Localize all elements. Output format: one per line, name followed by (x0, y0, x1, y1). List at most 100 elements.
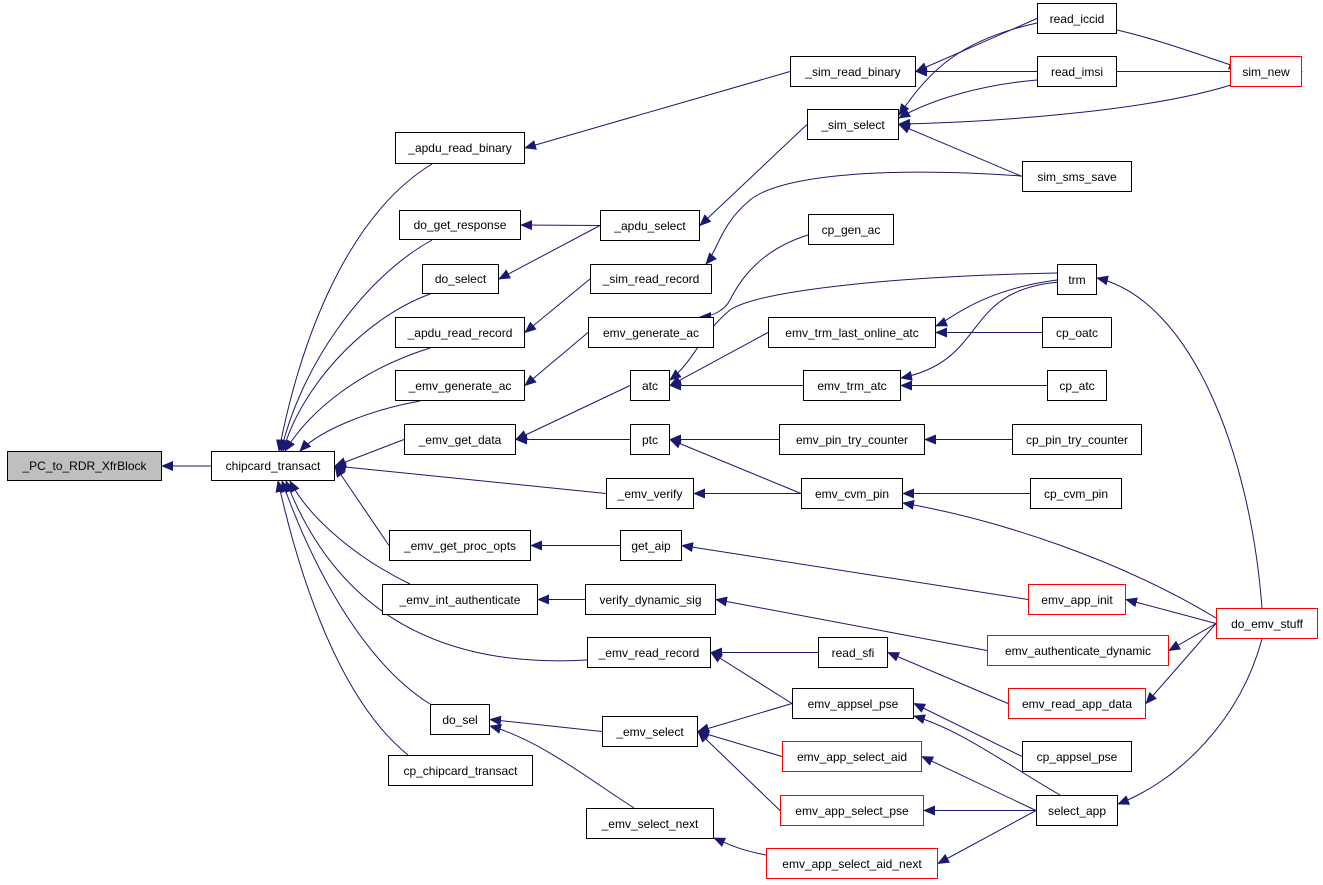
edge-emv-get-data-to-chipcard-transact (334, 439, 405, 467)
edge-emv-app-select-aid-to-emv-select-u (697, 729, 783, 757)
edge-emv-get-proc-opts-to-chipcard-transact (334, 465, 390, 546)
function-node-read-sfi[interactable]: read_sfi (818, 637, 888, 668)
edge-select-app-to-emv-app-select-aid (921, 756, 1037, 811)
function-node-apdu-read-record[interactable]: _apdu_read_record (395, 317, 525, 348)
function-node-emv-get-data[interactable]: _emv_get_data (404, 424, 516, 455)
edge-apdu-read-binary-to-chipcard-transact (276, 163, 433, 452)
function-node-apdu-select[interactable]: _apdu_select (600, 210, 700, 241)
edge-do-sel-to-chipcard-transact (280, 480, 431, 705)
edge-do-emv-stuff-to-emv-authenticate-dynamic (1168, 623, 1217, 651)
function-node-emv-appsel-pse[interactable]: emv_appsel_pse (792, 688, 914, 719)
edge-emv-app-init-to-get-aip (681, 542, 1029, 600)
function-node-emv-generate-ac-u[interactable]: _emv_generate_ac (395, 370, 525, 401)
function-node-do-get-response[interactable]: do_get_response (399, 210, 521, 240)
edge-sim-read-record-to-apdu-read-record (524, 278, 591, 334)
function-node-verify-dynamic-sig[interactable]: verify_dynamic_sig (585, 584, 716, 615)
function-node-emv-trm-last-online-atc[interactable]: emv_trm_last_online_atc (768, 317, 936, 348)
edge-atc-to-emv-get-data (515, 385, 631, 440)
edge-sim-read-binary-to-apdu-read-binary (524, 71, 791, 150)
edge-emv-int-authenticate-to-chipcard-transact (289, 480, 411, 585)
function-node-cp-oatc[interactable]: cp_oatc (1042, 317, 1112, 348)
edge-trm-to-emv-trm-last-online-atc (935, 279, 1058, 327)
edge-emv-appsel-pse-to-emv-read-record (710, 651, 793, 704)
edge-emv-read-app-data-to-read-sfi (887, 652, 1009, 704)
edge-sim-sms-save-to-sim-read-record (705, 171, 1023, 265)
function-node-ptc[interactable]: ptc (630, 424, 670, 455)
edge-do-emv-stuff-to-emv-app-init (1125, 597, 1217, 624)
function-node-cp-gen-ac[interactable]: cp_gen_ac (808, 214, 894, 245)
function-node-cp-atc[interactable]: cp_atc (1047, 370, 1107, 401)
edge-do-select-to-chipcard-transact (281, 293, 431, 452)
edge-do-emv-stuff-to-trm (1096, 275, 1263, 609)
function-node-emv-select-next[interactable]: _emv_select_next (586, 808, 714, 839)
edge-cp-appsel-pse-to-emv-appsel-pse (913, 703, 1023, 757)
function-node-emv-get-proc-opts[interactable]: _emv_get_proc_opts (389, 530, 531, 561)
function-node-do-sel[interactable]: do_sel (430, 704, 490, 735)
function-node-read-iccid[interactable]: read_iccid (1037, 3, 1117, 34)
edge-do-get-response-to-chipcard-transact (278, 239, 433, 452)
edge-emv-appsel-pse-to-emv-select-u (697, 703, 793, 734)
edge-emv-authenticate-dynamic-to-verify-dynamic-sig (715, 596, 988, 651)
edge-sim-new-to-sim-select (898, 81, 1241, 129)
function-node-cp-pin-try-counter[interactable]: cp_pin_try_counter (1012, 424, 1142, 455)
function-node-sim-sms-save[interactable]: sim_sms_save (1022, 161, 1132, 192)
edge-emv-app-select-pse-to-emv-select-u (697, 730, 781, 811)
edge-apdu-select-to-do-select (498, 225, 601, 280)
edge-emv-select-u-to-do-sel (489, 715, 603, 732)
function-node-cp-appsel-pse[interactable]: cp_appsel_pse (1022, 741, 1132, 772)
edge-emv-select-next-to-do-sel (489, 724, 635, 809)
edge-emv-generate-ac-u-to-chipcard-transact (299, 400, 421, 452)
edge-emv-read-record-to-chipcard-transact (285, 480, 588, 662)
edge-read-iccid-to-sim-new (1116, 29, 1241, 70)
function-node-emv-app-select-pse[interactable]: emv_app_select_pse (780, 795, 924, 826)
function-node-emv-trm-atc[interactable]: emv_trm_atc (803, 370, 901, 401)
edge-emv-trm-last-online-atc-to-atc (669, 332, 769, 386)
function-node-sim-new[interactable]: sim_new (1230, 56, 1302, 87)
function-node-emv-authenticate-dynamic[interactable]: emv_authenticate_dynamic (987, 635, 1169, 666)
function-node-apdu-read-binary[interactable]: _apdu_read_binary (395, 132, 525, 164)
function-node-chipcard-transact[interactable]: chipcard_transact (211, 451, 335, 481)
edge-do-emv-stuff-to-select-app (1117, 638, 1263, 805)
edge-emv-cvm-pin-to-ptc (669, 439, 802, 494)
function-node-sim-read-binary[interactable]: _sim_read_binary (790, 56, 916, 87)
function-node-emv-generate-ac[interactable]: emv_generate_ac (588, 317, 714, 348)
function-node-emv-app-init[interactable]: emv_app_init (1028, 584, 1126, 615)
function-node-atc[interactable]: atc (630, 370, 670, 401)
function-node-select-app[interactable]: select_app (1036, 795, 1118, 826)
function-node-cp-cvm-pin[interactable]: cp_cvm_pin (1030, 478, 1122, 509)
function-node-emv-read-app-data[interactable]: emv_read_app_data (1008, 688, 1146, 719)
function-node-sim-read-record[interactable]: _sim_read_record (590, 264, 712, 294)
function-node-cp-chipcard-transact[interactable]: cp_chipcard_transact (388, 755, 533, 786)
edge-trm-to-emv-trm-atc (900, 281, 1061, 381)
function-node-emv-app-select-aid-next[interactable]: emv_app_select_aid_next (766, 848, 938, 879)
function-node-emv-select-u[interactable]: _emv_select (602, 716, 698, 747)
edge-cp-chipcard-transact-to-chipcard-transact (275, 480, 409, 756)
function-node-emv-verify[interactable]: _emv_verify (606, 478, 694, 509)
edge-sim-sms-save-to-sim-select (898, 124, 1023, 177)
edge-emv-generate-ac-to-emv-generate-ac-u (524, 332, 589, 387)
function-node-emv-read-record[interactable]: _emv_read_record (587, 637, 711, 668)
function-node-get-aip[interactable]: get_aip (620, 530, 682, 561)
function-node-read-imsi[interactable]: read_imsi (1037, 56, 1117, 87)
edge-read-iccid-to-sim-read-binary (915, 18, 1038, 72)
edge-sim-select-to-apdu-select (699, 124, 808, 227)
function-node-emv-cvm-pin[interactable]: emv_cvm_pin (801, 478, 903, 509)
function-node-trm[interactable]: trm (1057, 264, 1097, 295)
edge-select-app-to-emv-app-select-aid-next (937, 810, 1037, 864)
function-node-emv-pin-try-counter[interactable]: emv_pin_try_counter (779, 424, 925, 455)
function-node-do-emv-stuff[interactable]: do_emv_stuff (1216, 608, 1318, 639)
function-node-emv-app-select-aid[interactable]: emv_app_select_aid (782, 741, 922, 772)
edge-do-emv-stuff-to-emv-read-app-data (1145, 623, 1217, 705)
edge-read-iccid-to-sim-select (898, 22, 1038, 116)
edge-emv-verify-to-chipcard-transact (334, 462, 607, 494)
edge-do-emv-stuff-to-emv-cvm-pin (902, 499, 1217, 619)
function-node-sim-select[interactable]: _sim_select (807, 109, 899, 140)
function-node-emv-int-authenticate[interactable]: _emv_int_authenticate (382, 584, 538, 615)
edge-cp-gen-ac-to-emv-generate-ac (699, 234, 809, 322)
edge-read-imsi-to-sim-select (898, 79, 1038, 119)
function-node-do-select[interactable]: do_select (422, 264, 499, 294)
edge-trm-to-atc (669, 272, 1058, 381)
edge-select-app-to-emv-appsel-pse (913, 714, 1061, 796)
edge-emv-app-select-aid-next-to-emv-select-next (713, 837, 767, 856)
